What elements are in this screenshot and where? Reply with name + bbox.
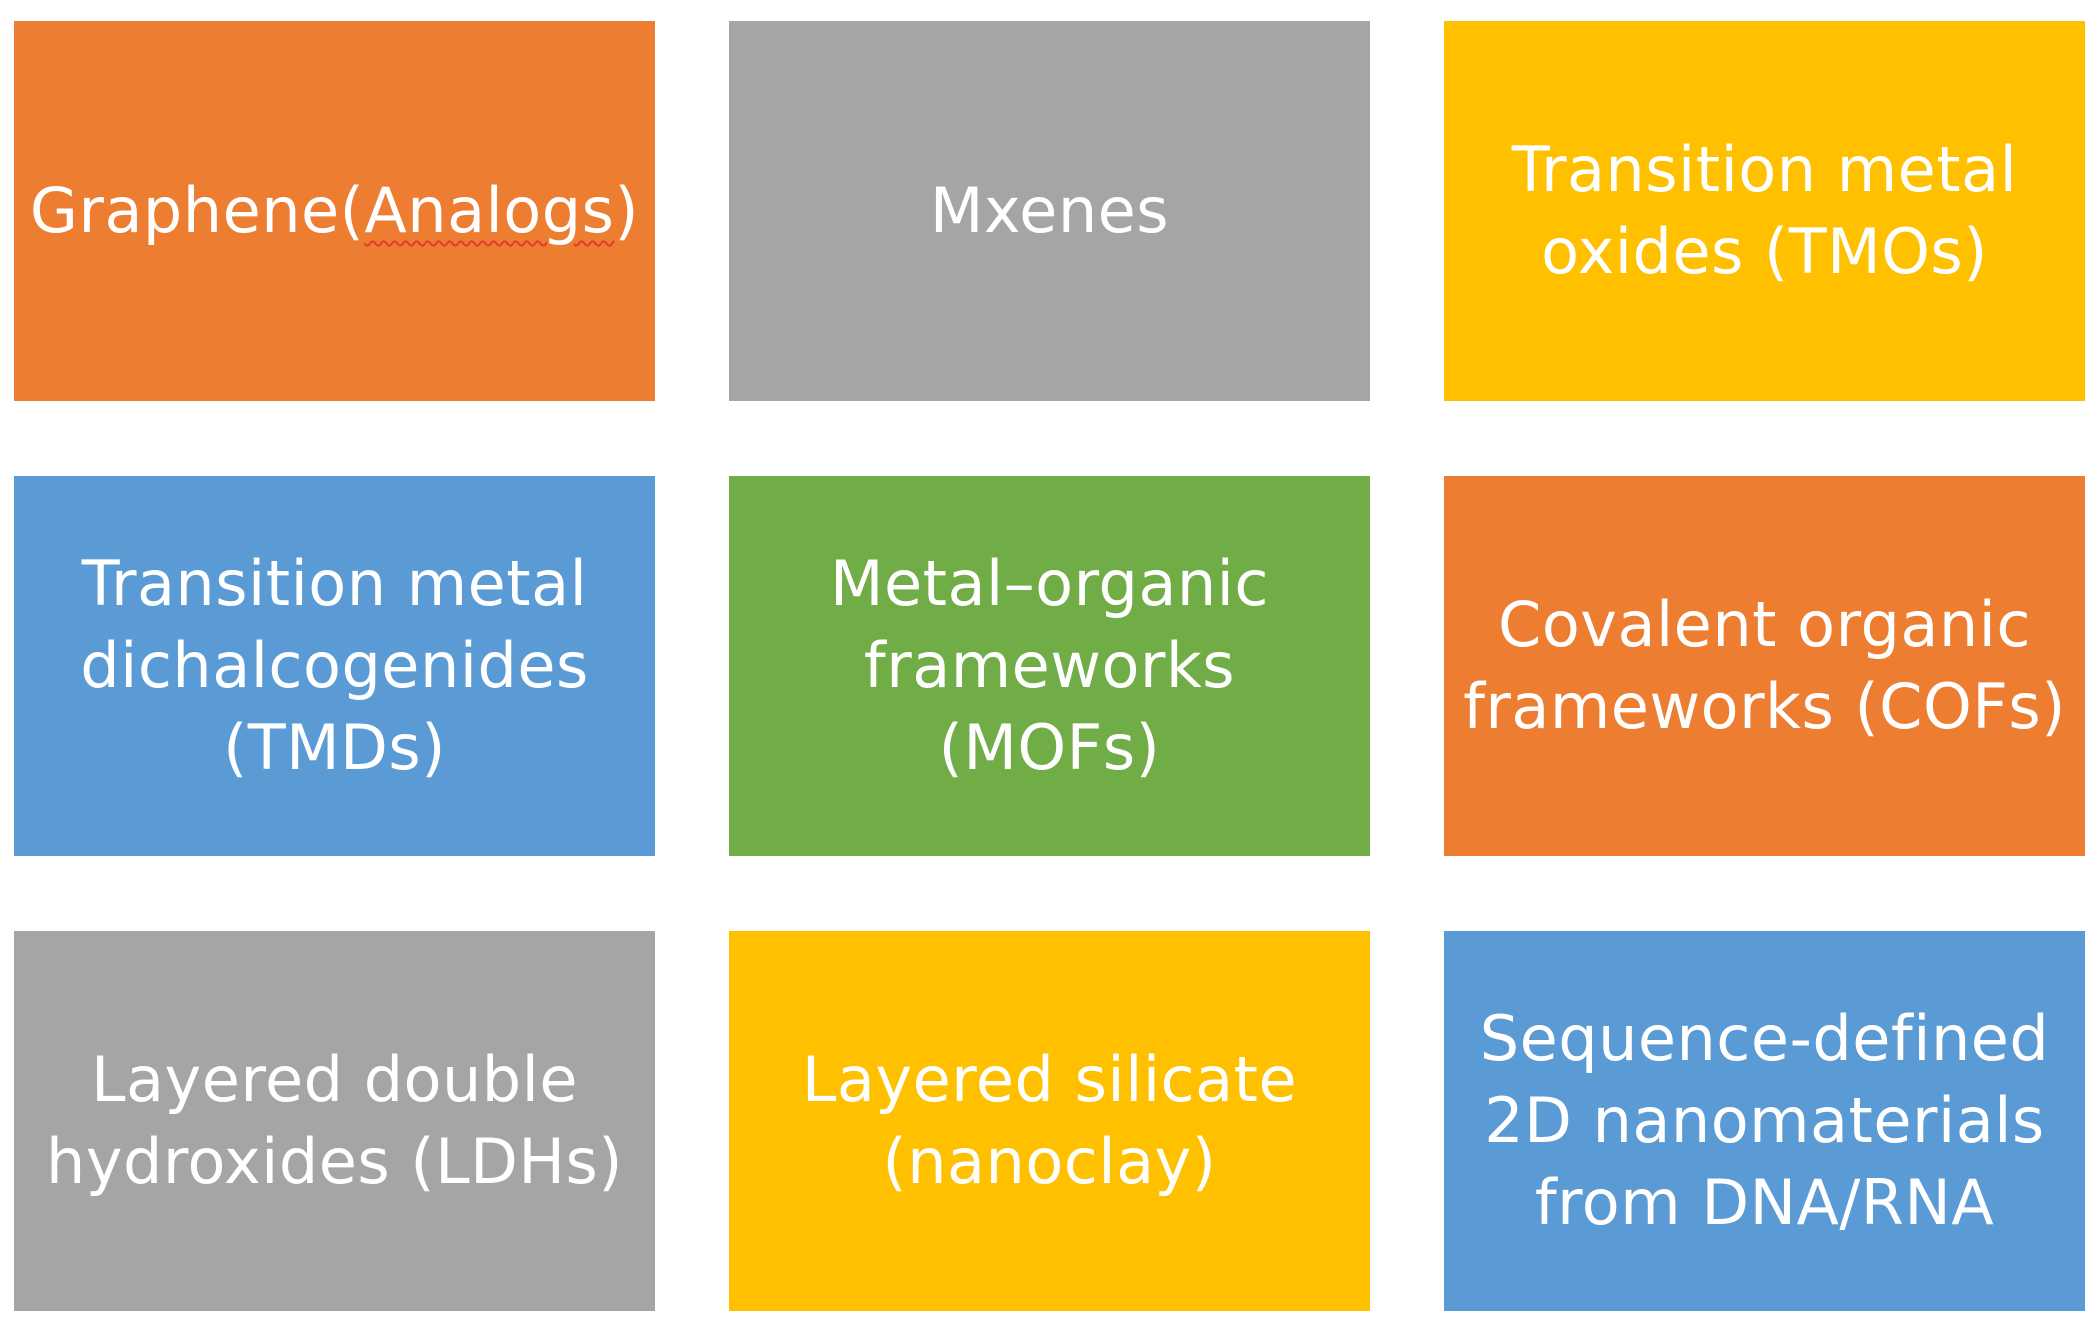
tile-transition-metal-dichalcogenides: Transition metal dichalcogenides (TMDs) <box>14 476 655 856</box>
tile-sequence-defined-2d-nanomaterials: Sequence-defined 2D nanomaterials from D… <box>1444 931 2085 1311</box>
tile-label-suffix: ) <box>614 174 640 247</box>
tile-covalent-organic-frameworks: Covalent organic frameworks (COFs) <box>1444 476 2085 856</box>
tile-graphene-analogs: Graphene(Analogs) <box>14 21 655 401</box>
tile-layered-double-hydroxides: Layered double hydroxides (LDHs) <box>14 931 655 1311</box>
tile-label: Transition metal oxides (TMOs) <box>1511 133 2018 288</box>
tile-label: Mxenes <box>929 174 1170 247</box>
tile-label: Graphene(Analogs) <box>30 170 639 252</box>
tile-label-prefix: Graphene( <box>29 174 365 247</box>
spellcheck-flagged-word: Analogs <box>364 174 615 247</box>
tile-layered-silicate: Layered silicate (nanoclay) <box>729 931 1370 1311</box>
tile-label: Covalent organic frameworks (COFs) <box>1463 588 2066 743</box>
tile-label: Layered silicate (nanoclay) <box>801 1043 1298 1198</box>
tile-metal-organic-frameworks: Metal–organic frameworks (MOFs) <box>729 476 1370 856</box>
tile-label: Transition metal dichalcogenides (TMDs) <box>80 547 589 784</box>
tile-mxenes: Mxenes <box>729 21 1370 401</box>
tile-label: Metal–organic frameworks (MOFs) <box>830 547 1269 784</box>
tile-label: Sequence-defined 2D nanomaterials from D… <box>1479 1002 2050 1239</box>
tile-transition-metal-oxides: Transition metal oxides (TMOs) <box>1444 21 2085 401</box>
tile-label: Layered double hydroxides (LDHs) <box>45 1043 623 1198</box>
